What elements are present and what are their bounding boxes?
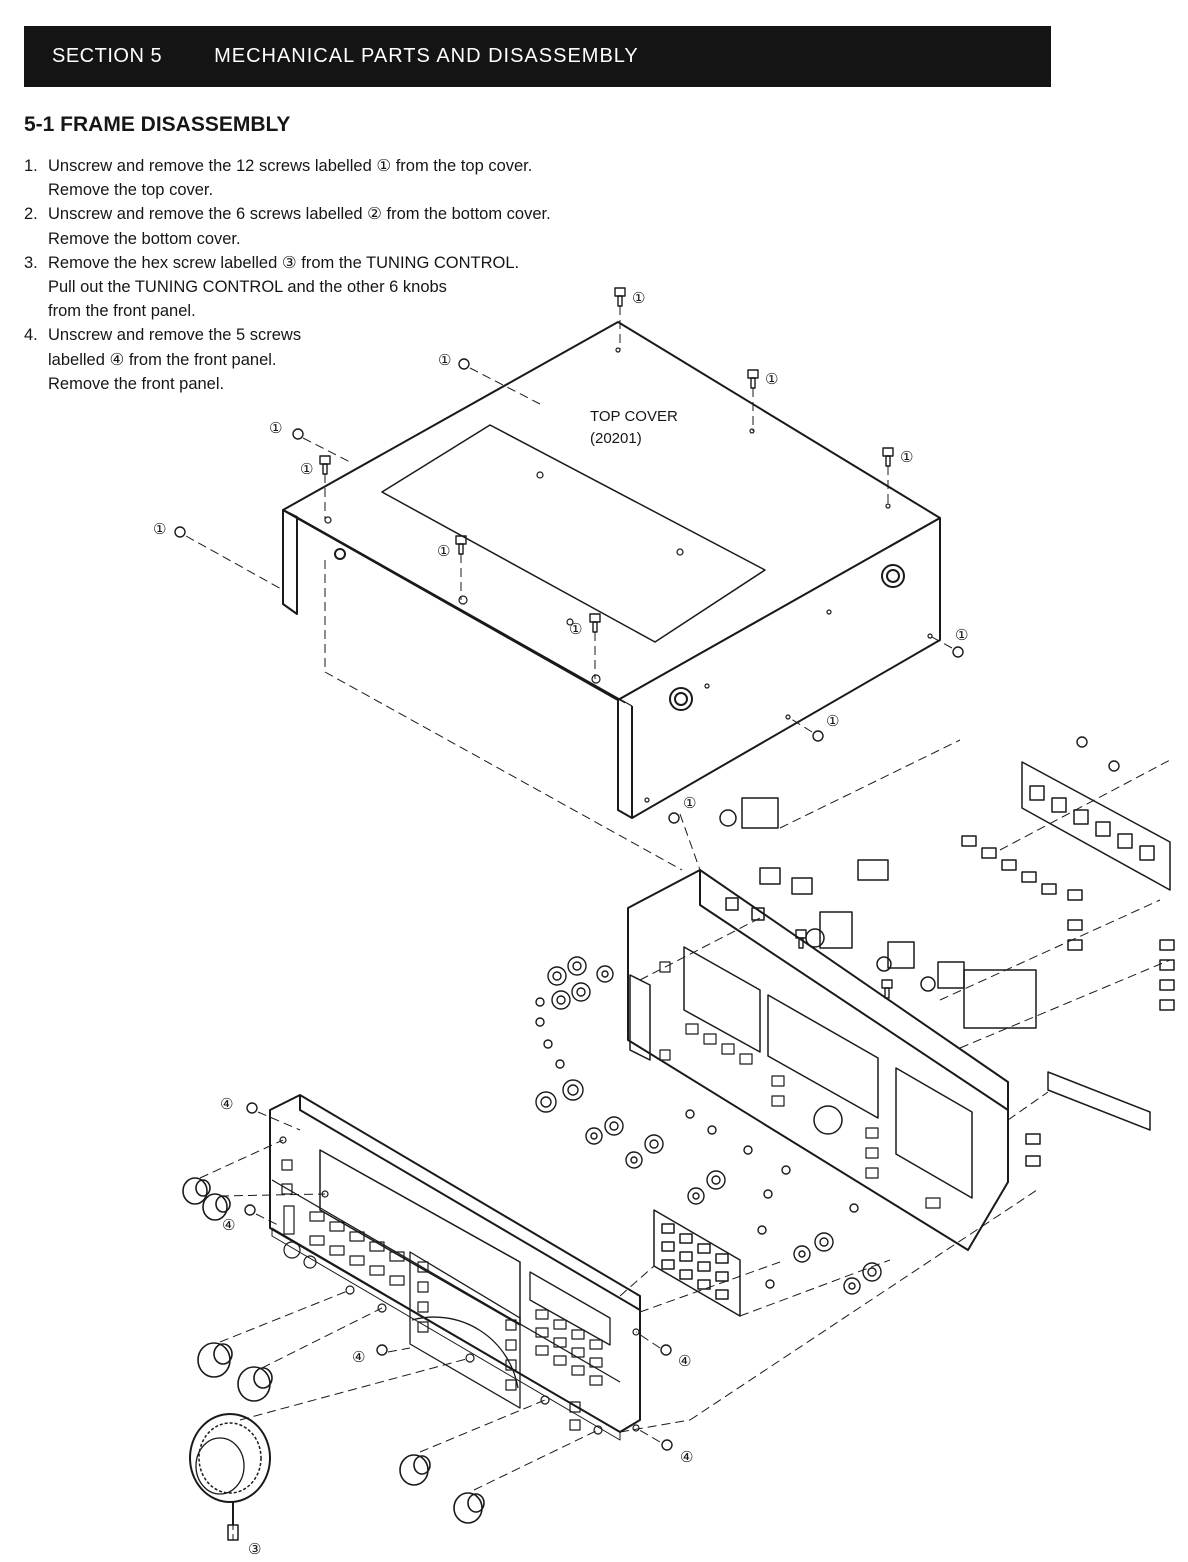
- svg-text:①: ①: [826, 712, 839, 730]
- top-cover-part-number: (20201): [590, 430, 642, 447]
- top-cover-label: TOP COVER: [590, 408, 678, 425]
- callout-screw-1: ① ① ① ① ① ① ① ① ① ① ① ①: [153, 289, 968, 812]
- section-title: MECHANICAL PARTS AND DISASSEMBLY: [214, 45, 639, 67]
- svg-text:④: ④: [680, 1448, 693, 1466]
- svg-text:④: ④: [678, 1352, 691, 1370]
- page-heading: 5-1 FRAME DISASSEMBLY: [24, 113, 291, 136]
- screws: [174, 287, 1120, 1451]
- svg-text:①: ①: [683, 794, 696, 812]
- svg-text:④: ④: [352, 1348, 365, 1366]
- step-3: 3. Remove the hex screw labelled ③ from …: [24, 253, 520, 321]
- potentiometers: [719, 797, 965, 992]
- svg-text:①: ①: [569, 620, 582, 638]
- step-4: 4. Unscrew and remove the 5 screws label…: [24, 326, 302, 393]
- svg-text:①: ①: [765, 370, 778, 388]
- svg-text:①: ①: [300, 460, 313, 478]
- pc-board: [961, 761, 1175, 1167]
- svg-text:①: ①: [438, 351, 451, 369]
- svg-text:①: ①: [632, 289, 645, 307]
- control-knobs: [182, 1177, 485, 1524]
- svg-text:①: ①: [153, 520, 166, 538]
- top-cover-illustration: [282, 321, 941, 819]
- step-1: 1. Unscrew and remove the 12 screws labe…: [24, 157, 533, 200]
- instruction-list: 1. Unscrew and remove the 12 screws labe…: [24, 154, 551, 396]
- section-header-bar: SECTION 5 MECHANICAL PARTS AND DISASSEMB…: [24, 26, 1051, 87]
- section-number: SECTION 5: [52, 45, 163, 67]
- washers-and-nuts: [535, 956, 882, 1295]
- svg-text:③: ③: [248, 1540, 261, 1558]
- front-panel-illustration: [269, 1094, 641, 1441]
- svg-text:①: ①: [900, 448, 913, 466]
- callout-screw-3: ③: [248, 1540, 261, 1558]
- front-chassis-illustration: [627, 869, 1009, 1251]
- step-2: 2. Unscrew and remove the 6 screws label…: [24, 205, 551, 248]
- svg-text:④: ④: [220, 1095, 233, 1113]
- svg-text:①: ①: [437, 542, 450, 560]
- leader-lines: [185, 306, 1171, 1491]
- svg-text:①: ①: [269, 419, 282, 437]
- keypad-board: [653, 1209, 741, 1317]
- tuning-control-knob: [189, 1413, 271, 1541]
- svg-text:④: ④: [222, 1216, 235, 1234]
- svg-text:①: ①: [955, 626, 968, 644]
- callout-screw-4: ④ ④ ④ ④ ④: [220, 1095, 693, 1466]
